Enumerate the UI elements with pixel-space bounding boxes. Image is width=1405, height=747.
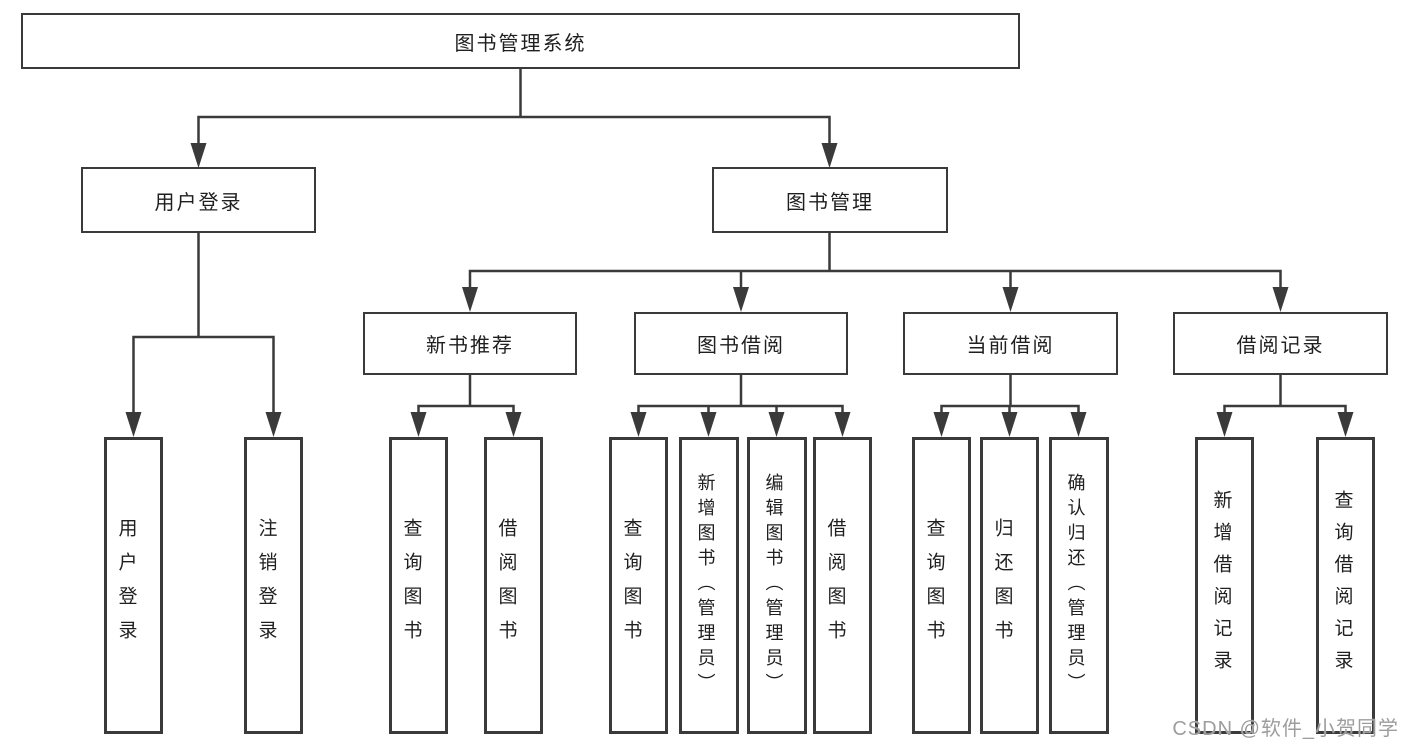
leaf-query-books-recommend: 查询图书 [389, 437, 448, 734]
node-root-label: 图书管理系统 [454, 32, 587, 55]
leaf-add-borrow-record: 新增借阅记录 [1195, 437, 1254, 734]
node-new-book-recommend: 新书推荐 [363, 312, 577, 375]
node-current-borrow-label: 当前借阅 [966, 335, 1055, 357]
leaf-add-books-admin: 新增图书（管理员） [679, 437, 739, 734]
node-user-login: 用户登录 [81, 167, 316, 233]
leaf-edit-books-admin: 编辑图书（管理员） [747, 437, 807, 734]
node-current-borrow: 当前借阅 [903, 312, 1118, 375]
leaf-borrow-books: 借阅图书 [813, 437, 872, 734]
csdn-watermark: CSDN @软件_小贺同学 [1172, 718, 1399, 740]
leaf-borrow-books-label: 借阅图书 [824, 517, 846, 654]
node-book-management-label: 图书管理 [786, 191, 874, 214]
leaf-query-borrow-record: 查询借阅记录 [1316, 437, 1375, 734]
leaf-borrow-books-recommend-label: 借阅图书 [495, 517, 517, 654]
node-book-borrow: 图书借阅 [634, 312, 848, 375]
node-user-login-label: 用户登录 [154, 191, 243, 214]
leaf-borrow-books-recommend: 借阅图书 [484, 437, 543, 734]
leaf-user-login-label: 用户登录 [115, 517, 137, 654]
node-new-book-recommend-label: 新书推荐 [426, 335, 514, 357]
leaf-user-login: 用户登录 [104, 437, 163, 734]
leaf-confirm-return-admin: 确认归还（管理员） [1049, 437, 1109, 734]
node-borrow-records: 借阅记录 [1173, 312, 1388, 375]
leaf-query-books-current: 查询图书 [912, 437, 971, 734]
leaf-add-books-admin-label: 新增图书（管理员） [695, 473, 716, 698]
node-book-management: 图书管理 [712, 167, 948, 233]
leaf-query-books-borrow: 查询图书 [609, 437, 668, 734]
node-borrow-records-label: 借阅记录 [1236, 335, 1325, 357]
leaf-query-books-borrow-label: 查询图书 [620, 517, 642, 654]
leaf-query-books-current-label: 查询图书 [923, 517, 945, 654]
node-root-library-system: 图书管理系统 [21, 13, 1020, 69]
node-book-borrow-label: 图书借阅 [697, 335, 785, 357]
leaf-logout: 注销登录 [244, 437, 303, 734]
leaf-add-borrow-record-label: 新增借阅记录 [1210, 489, 1232, 682]
leaf-confirm-return-admin-label: 确认归还（管理员） [1065, 473, 1086, 698]
leaf-return-books-label: 归还图书 [991, 517, 1013, 654]
leaf-return-books: 归还图书 [980, 437, 1039, 734]
leaf-logout-label: 注销登录 [255, 517, 277, 654]
leaf-query-books-recommend-label: 查询图书 [400, 517, 422, 654]
leaf-query-borrow-record-label: 查询借阅记录 [1331, 489, 1353, 682]
leaf-edit-books-admin-label: 编辑图书（管理员） [763, 473, 784, 698]
